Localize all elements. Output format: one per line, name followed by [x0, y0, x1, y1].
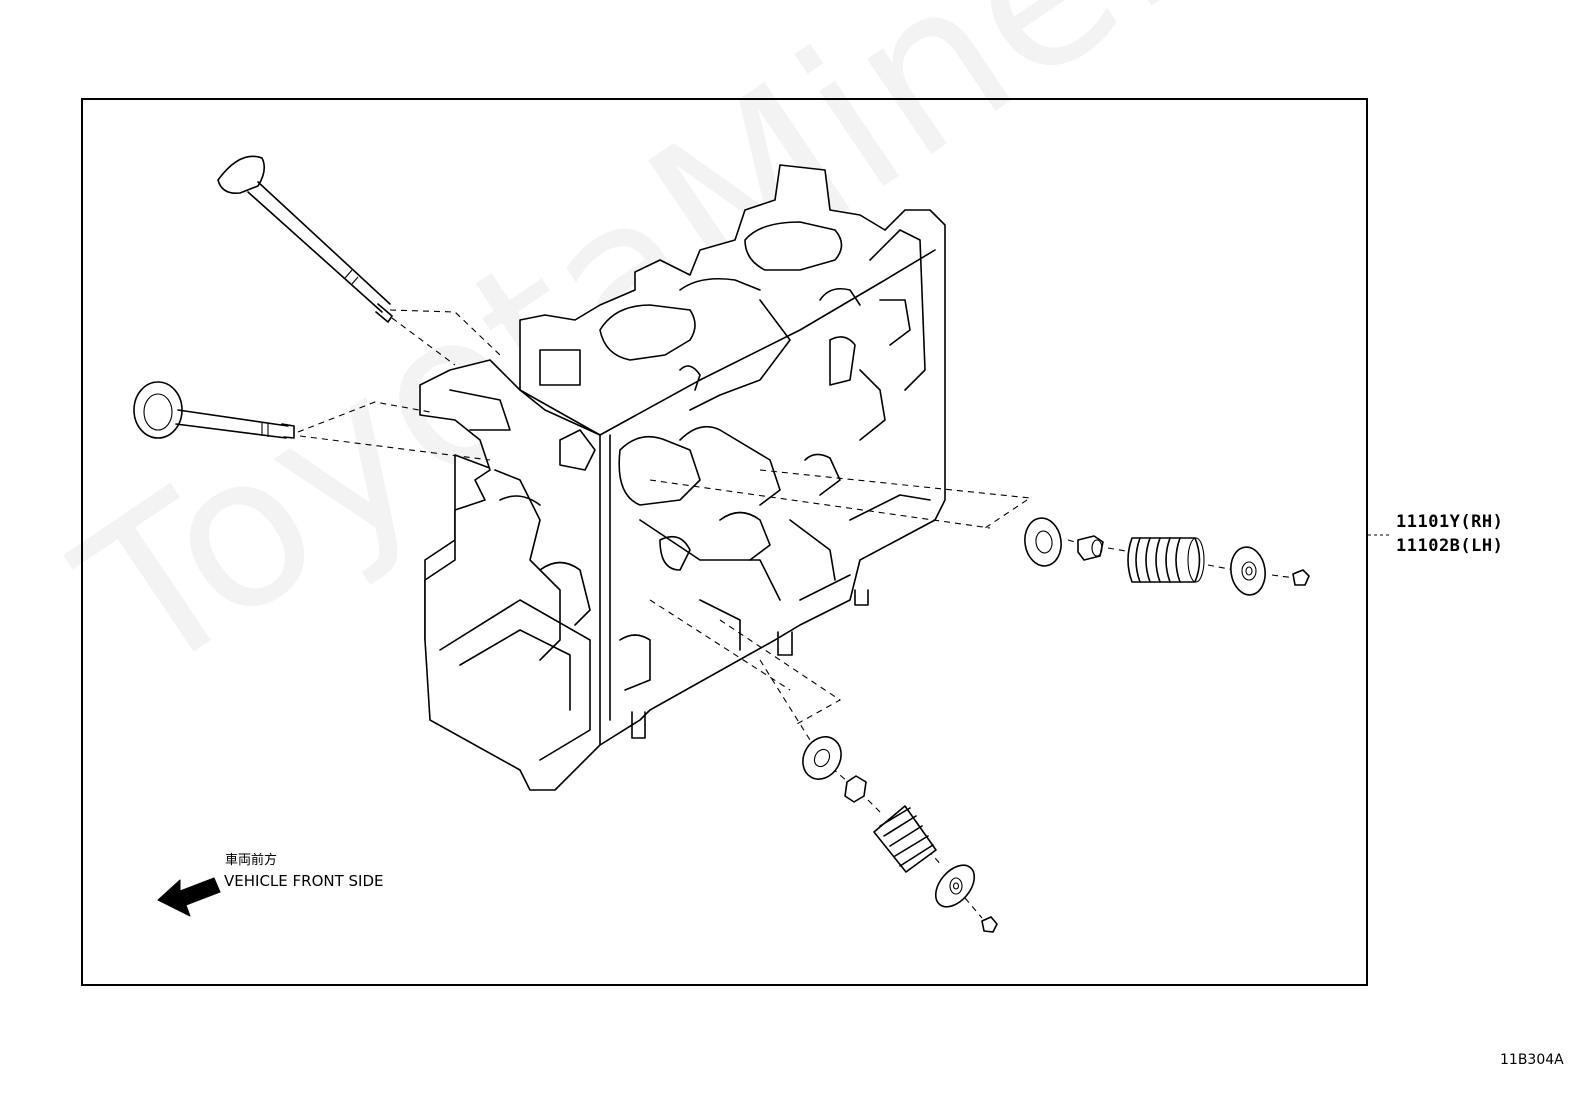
- diagram-frame: [81, 98, 1368, 986]
- intake-valve: [217, 155, 393, 323]
- valve-spring-lh: [873, 805, 937, 873]
- valve-spring-retainer-rh: [1230, 546, 1266, 596]
- vehicle-front-label-jp: 車両前方: [225, 853, 278, 868]
- part-number-lh: 11102B(LH): [1396, 536, 1504, 556]
- valve-spring-seat-rh: [1024, 517, 1062, 567]
- diagram-id: 11B304A: [1500, 1052, 1564, 1068]
- part-number-rh: 11101Y(RH): [1396, 512, 1504, 532]
- valve-stem-seal-rh: [1077, 535, 1104, 561]
- valve-spring-retainer-lh: [934, 864, 976, 908]
- exhaust-valve: [133, 381, 295, 439]
- valve-train-lh: [802, 736, 998, 933]
- left-arrow-icon: [157, 877, 221, 917]
- valve-train-rh: [1024, 517, 1310, 596]
- vehicle-front-label-en: VEHICLE FRONT SIDE: [224, 872, 384, 890]
- cylinder-head: [419, 164, 946, 791]
- valve-stem-seal-lh: [844, 775, 867, 803]
- valve-spring-rh: [1127, 537, 1205, 583]
- part-number-labels: 11101Y(RH) 11102B(LH): [1396, 510, 1503, 558]
- valve-cotter-rh: [1292, 569, 1310, 586]
- valve-spring-seat-lh: [802, 736, 842, 780]
- valve-cotter-lh: [981, 916, 998, 933]
